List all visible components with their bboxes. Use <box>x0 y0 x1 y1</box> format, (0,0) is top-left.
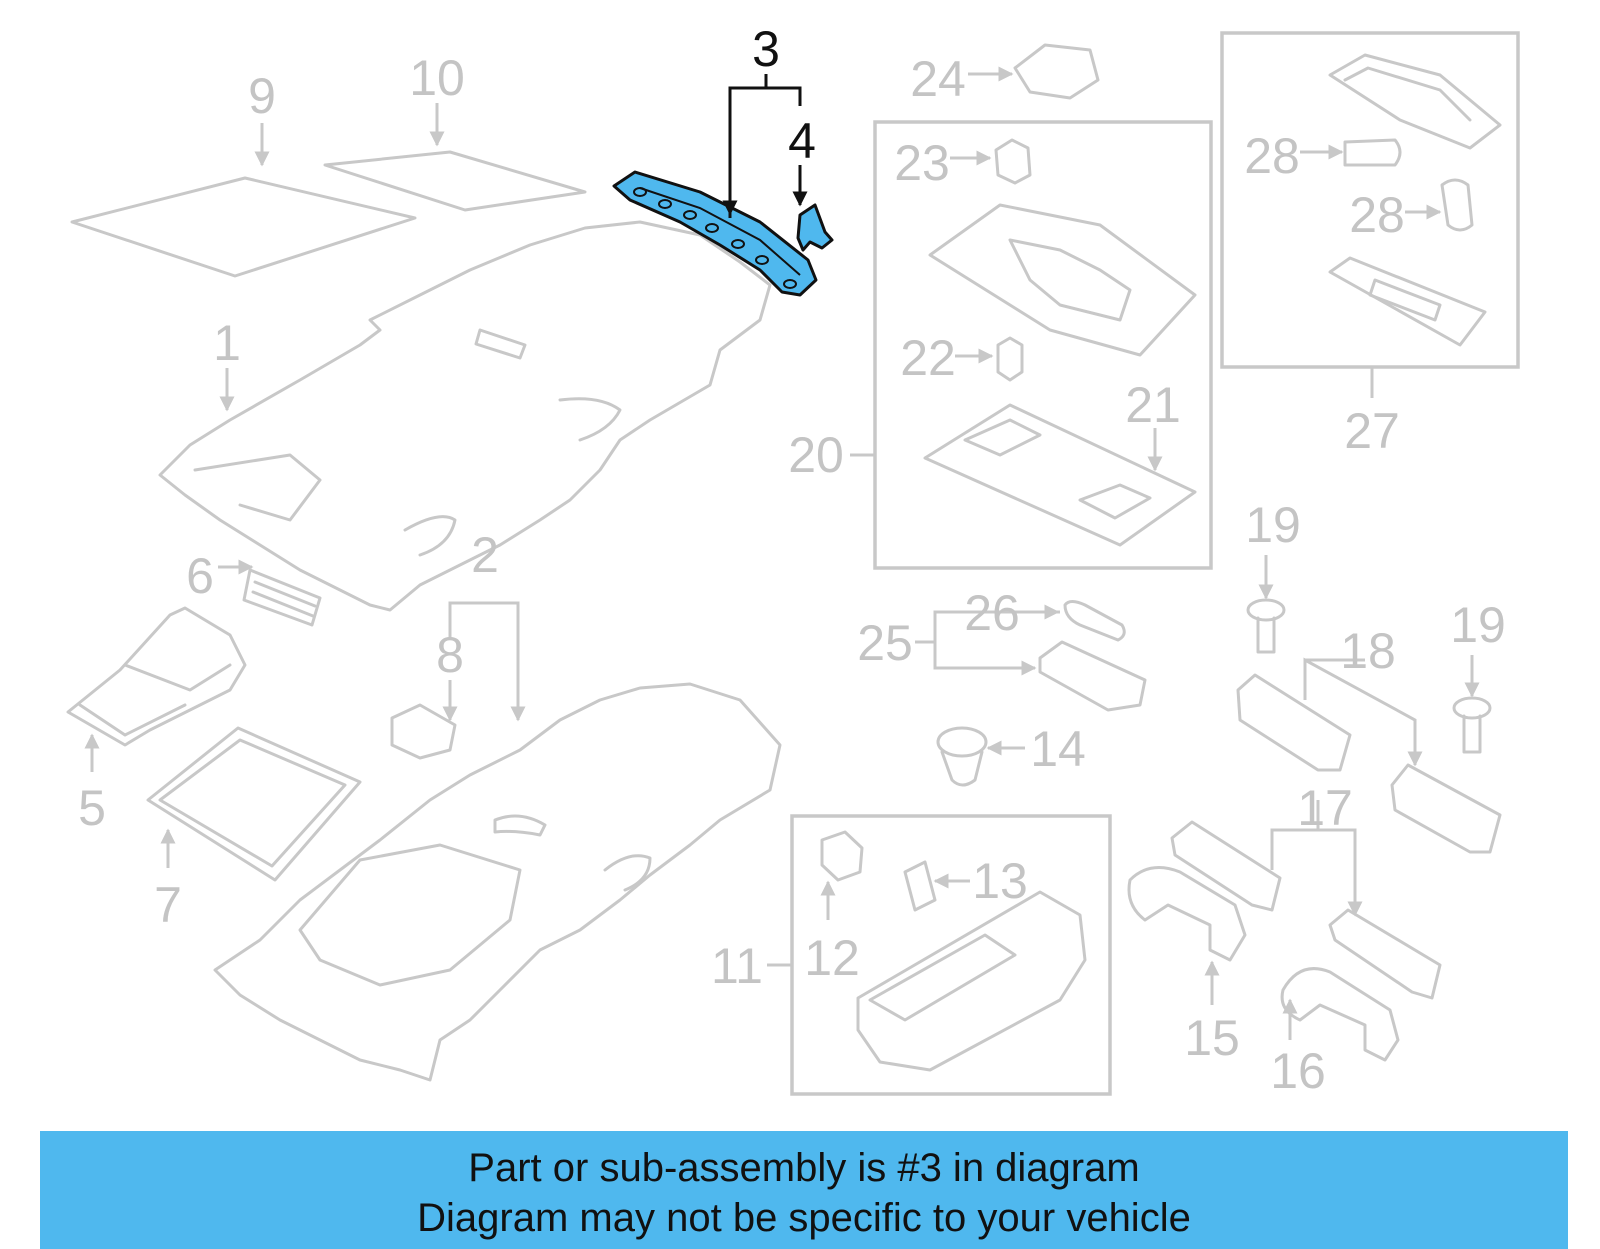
callout-22: 22 <box>900 330 956 386</box>
part-2-headliner <box>213 682 782 1082</box>
part-7-frame <box>146 726 362 882</box>
group-box-20 <box>873 120 1213 570</box>
callout-28b: 28 <box>1349 187 1405 243</box>
callout-5: 5 <box>78 780 106 836</box>
callout-3: 3 <box>752 21 780 77</box>
callout-7: 7 <box>154 877 182 933</box>
part-6-vent <box>242 568 322 627</box>
part-14-grommet <box>936 726 988 787</box>
part-10-sheet <box>323 150 587 212</box>
callout-4: 4 <box>788 113 816 169</box>
part-18-bracket-b <box>1390 763 1502 854</box>
part-1-headliner <box>158 220 772 612</box>
callout-19b: 19 <box>1450 597 1506 653</box>
callout-14: 14 <box>1030 721 1086 777</box>
part-21-cover <box>923 403 1197 547</box>
part-11-sun-visor <box>856 890 1087 1072</box>
part-22-bulb <box>996 336 1024 382</box>
part-17-bracket-b <box>1328 908 1442 1000</box>
part-17-bracket-a <box>1170 820 1282 912</box>
part-25-lamp <box>1038 640 1147 712</box>
callout-13: 13 <box>972 853 1028 909</box>
callout-20: 20 <box>788 427 844 483</box>
part-12-clip <box>820 830 864 882</box>
group-box-11 <box>790 814 1112 1096</box>
callout-17: 17 <box>1297 780 1353 836</box>
callout-25: 25 <box>857 615 913 671</box>
callout-8: 8 <box>436 627 464 683</box>
group-box-27 <box>1220 31 1520 369</box>
part-24-switch <box>1013 43 1100 100</box>
callout-10: 10 <box>409 50 465 106</box>
leader-lines-highlight <box>722 74 808 218</box>
callout-26: 26 <box>964 585 1020 641</box>
info-banner: Part or sub-assembly is #3 in diagram Di… <box>40 1131 1568 1249</box>
part-28-bulb-a <box>1343 138 1402 167</box>
part-21-lamp <box>928 203 1197 357</box>
callout-9: 9 <box>248 68 276 124</box>
banner-line-2: Diagram may not be specific to your vehi… <box>417 1196 1191 1240</box>
part-27-lamp <box>1328 53 1502 150</box>
part-3-roof-trim <box>612 170 818 297</box>
callout-11: 11 <box>711 938 763 994</box>
part-9-sheet <box>70 176 417 278</box>
callout-18: 18 <box>1340 623 1396 679</box>
leader-lines <box>84 66 1480 1040</box>
banner-line-1: Part or sub-assembly is #3 in diagram <box>468 1146 1140 1190</box>
part-28-bulb-b <box>1440 178 1474 232</box>
callout-16: 16 <box>1270 1043 1326 1099</box>
callout-6: 6 <box>186 548 214 604</box>
callout-28a: 28 <box>1244 128 1300 184</box>
callout-2: 2 <box>471 527 499 583</box>
part-26-bulb <box>1063 600 1126 642</box>
part-27-lens <box>1328 256 1487 347</box>
callout-24: 24 <box>910 51 966 107</box>
part-18-bracket-a <box>1236 673 1352 772</box>
callout-21: 21 <box>1125 377 1181 433</box>
part-8-clip <box>390 703 457 760</box>
callout-15: 15 <box>1184 1010 1240 1066</box>
part-4-clip <box>796 203 834 252</box>
part-13-clip <box>903 860 937 912</box>
callout-23: 23 <box>894 135 950 191</box>
part-5-console <box>66 606 247 747</box>
part-15-grab-handle <box>1127 866 1247 962</box>
part-23-bulb <box>994 138 1032 185</box>
callout-19a: 19 <box>1245 497 1301 553</box>
callout-12: 12 <box>804 930 860 986</box>
callout-1: 1 <box>213 315 241 371</box>
part-19-screw-b <box>1452 696 1492 754</box>
part-19-screw-a <box>1246 598 1286 654</box>
callout-27: 27 <box>1344 403 1400 459</box>
